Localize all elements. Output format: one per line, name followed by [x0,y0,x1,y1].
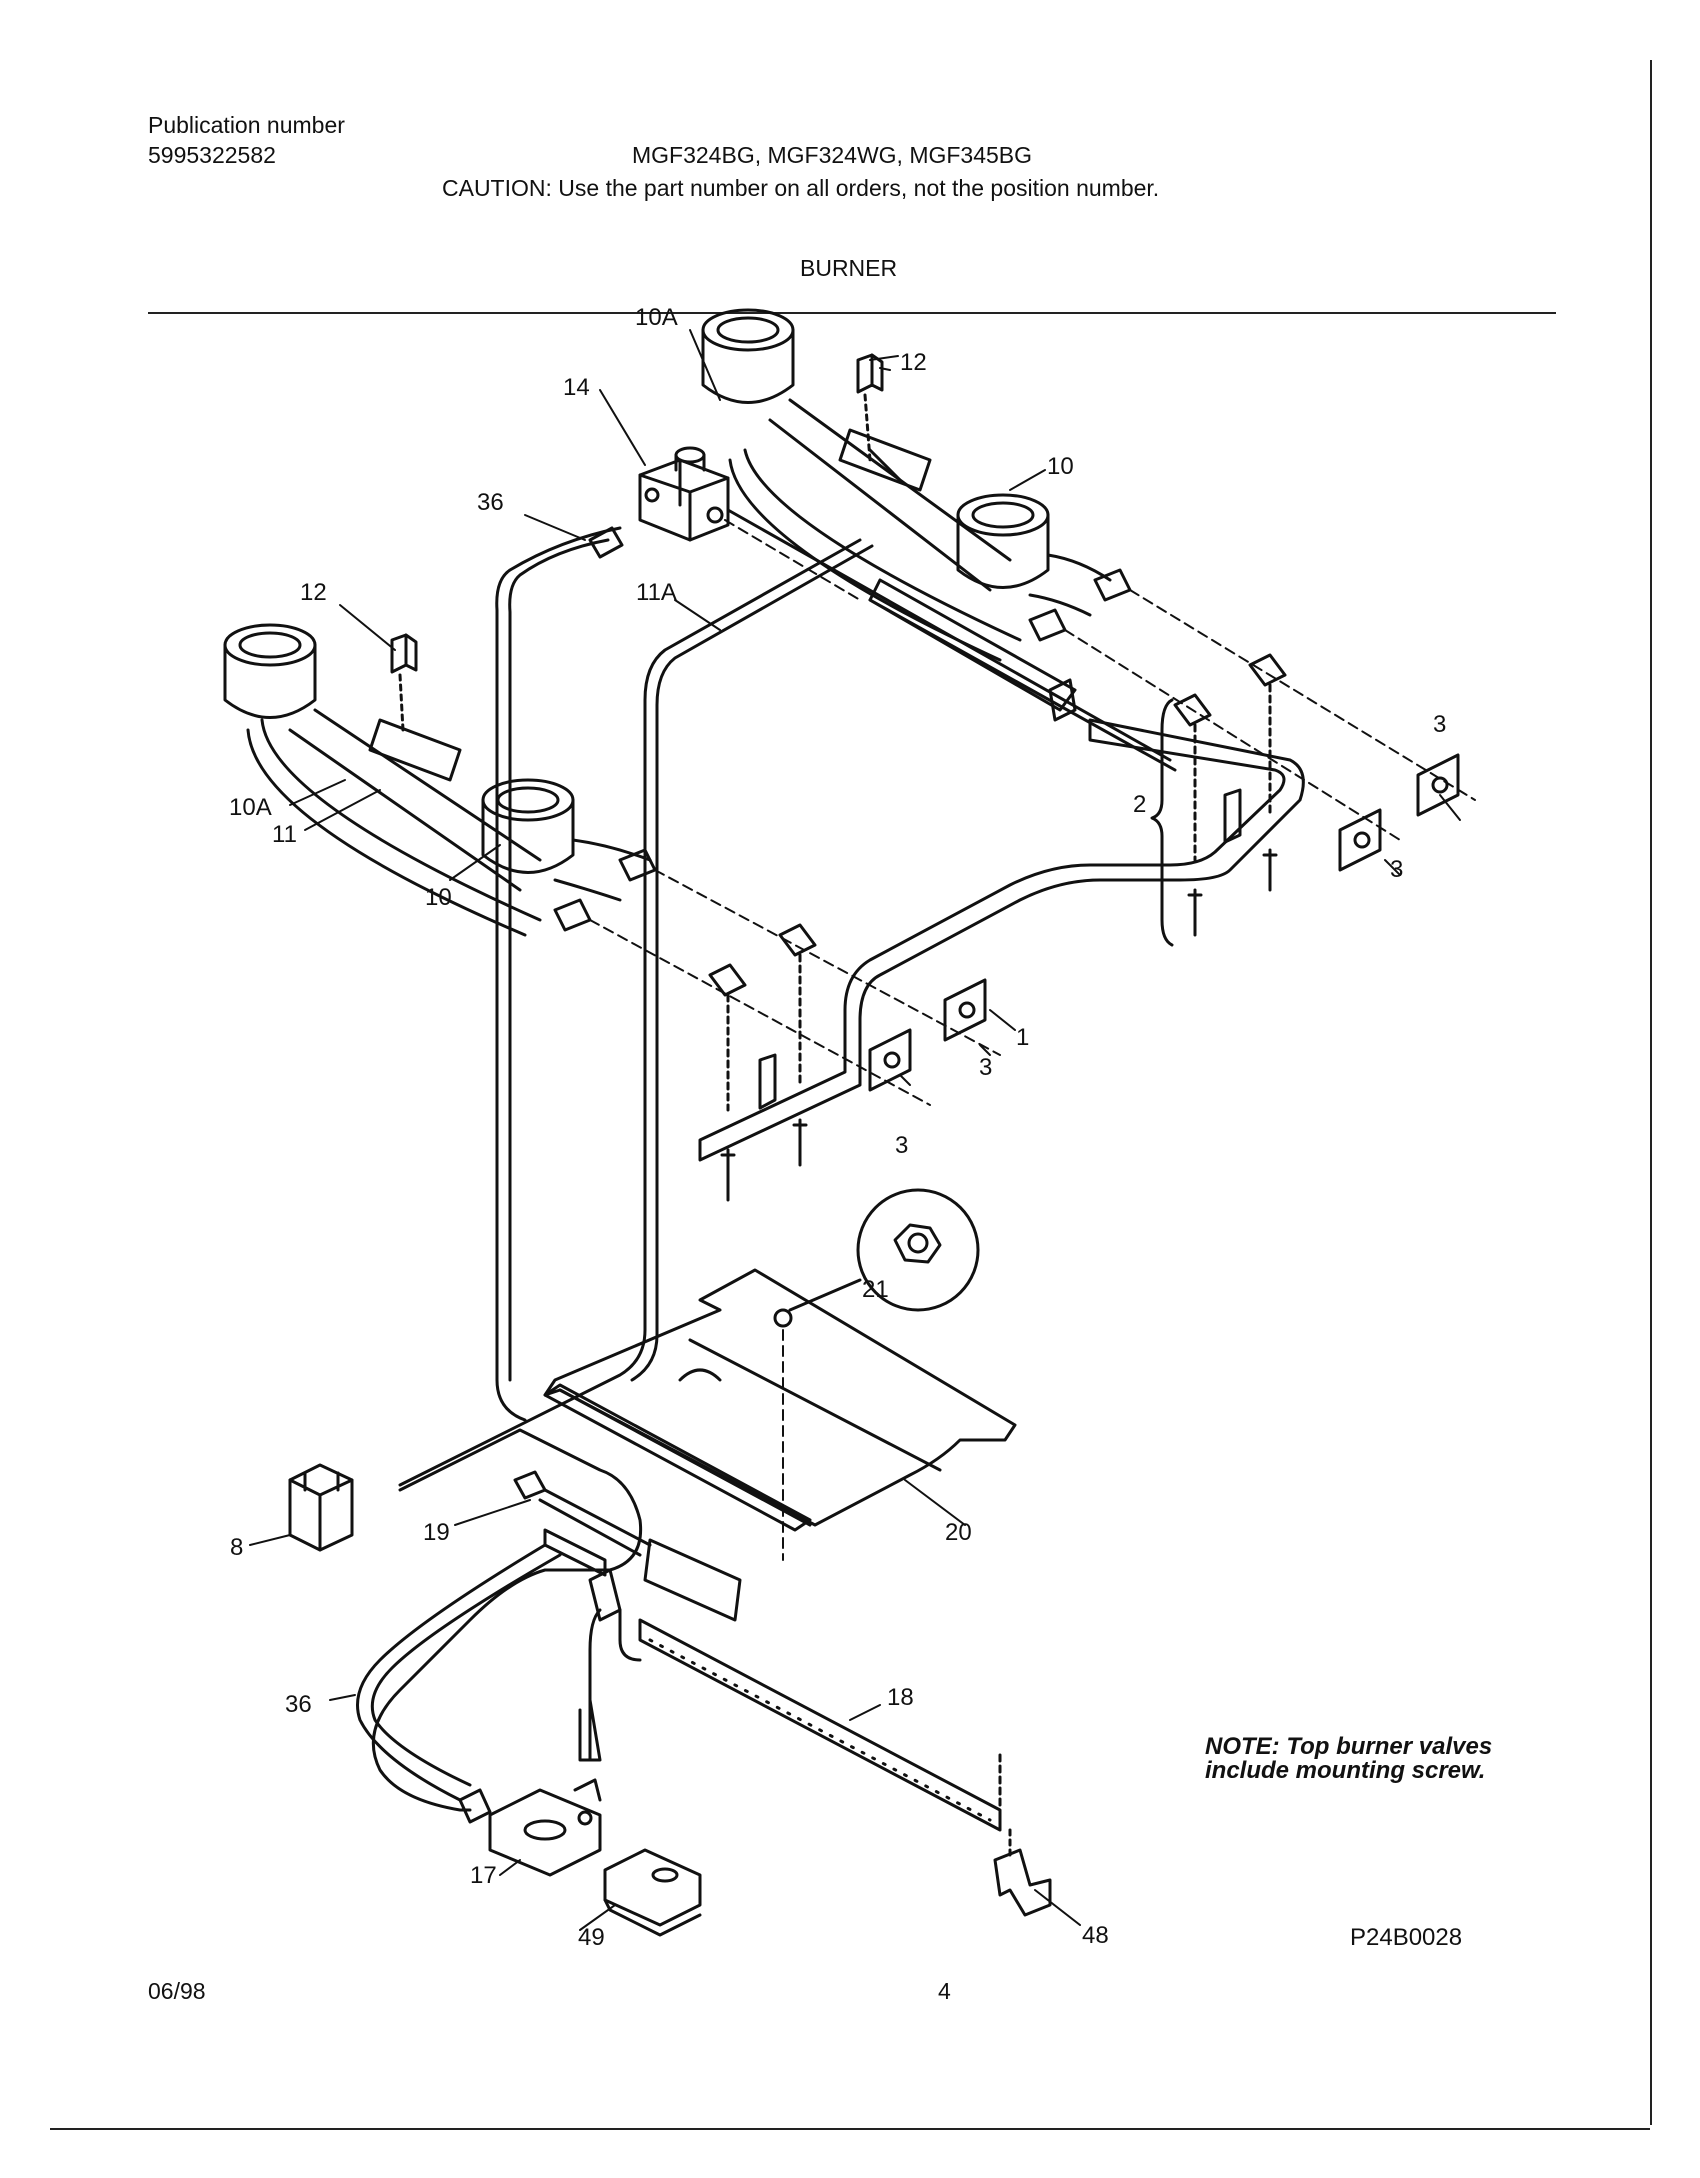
frame-bracket-left [758,1053,777,1110]
heat-shield-fold [558,1338,942,1527]
manifold-pipe [726,508,1177,772]
callout-1: 1 [1016,1024,1029,1051]
venturi-bracket-right [838,428,932,492]
callout-12-top: 12 [900,349,927,376]
callout-10A-left: 10A [229,794,272,821]
burner-10-left [481,778,575,874]
plates-3 [868,753,1460,1092]
callout-3-a: 3 [1433,711,1446,738]
manifold-tube-body [868,578,1077,712]
safety-valve-17 [458,1778,602,1877]
orifice-left-1 [618,848,657,882]
nut-21-detail [788,1188,980,1312]
venturi-tube-right-a [728,448,1022,662]
callout-2: 2 [1133,791,1146,818]
igniter-19 [513,1470,742,1622]
callout-48: 48 [1082,1922,1109,1949]
burner-10A-left [223,623,317,719]
page-border-right [1650,60,1652,2125]
publication-label: Publication number [148,112,345,138]
page-border-bottom [50,2128,1650,2130]
callout-20: 20 [945,1519,972,1546]
callout-10A-top: 10A [635,304,678,331]
burner-10-top-right [956,493,1050,589]
model-numbers: MGF324BG, MGF324WG, MGF345BG [632,142,1033,168]
clip-12-top [856,353,884,462]
header-rule [148,312,1556,314]
wire-11A [398,538,874,1487]
gas-line-36-upper [495,526,622,1422]
orifice-left-2 [553,898,592,932]
burner-10A-top [701,308,795,404]
venturi-bracket-left [368,718,462,782]
callout-18: 18 [887,1684,914,1711]
callout-14: 14 [563,374,590,401]
publication-number: 5995322582 [148,142,276,168]
section-title: BURNER [800,255,898,281]
bake-burner-ports [648,1638,992,1822]
burner-tube-left [288,708,652,902]
relay-8 [288,1463,354,1552]
callout-19: 19 [423,1519,450,1546]
screws [720,848,1278,1202]
bracket-48 [993,1753,1052,1917]
callout-17: 17 [470,1862,497,1889]
leader-lines [249,329,1461,1931]
drawing-id: P24B0028 [1350,1924,1462,1951]
callout-21: 21 [862,1276,889,1303]
callout-10-left: 10 [425,884,452,911]
callout-36-top: 36 [477,489,504,516]
valve-14 [638,446,730,542]
bracket-plate [543,1383,812,1532]
frame-valves [708,653,1287,1112]
bake-burner-18 [543,1528,1002,1832]
callout-3-d: 3 [895,1132,908,1159]
centerlines [589,519,1476,1106]
callout-11: 11 [272,821,297,848]
callout-10-top: 10 [1047,453,1074,480]
burner-frame-1 [698,718,1305,1162]
callout-11A: 11A [636,579,677,606]
footer-date: 06/98 [148,1978,206,2004]
callout-8: 8 [230,1534,243,1561]
burner-tube-right [768,398,1112,617]
callout-3-c: 3 [979,1054,992,1081]
venturi-tube-left [246,718,542,937]
connector-36-top [588,526,624,559]
note-line-2: include mounting screw. [1205,1757,1485,1784]
callout-3-b: 3 [1390,856,1403,883]
bracket-49 [603,1848,702,1937]
caution-text: CAUTION: Use the part number on all orde… [442,175,1160,201]
footer-page-number: 4 [938,1978,951,2004]
gas-line-36-lower [356,1543,562,1802]
nut-21 [773,1308,793,1328]
heat-shield-20 [543,1268,1017,1527]
igniter-wire [371,1428,643,1812]
clip-12-left [390,633,418,732]
callout-49: 49 [578,1924,605,1951]
brace-2 [1150,698,1174,947]
note-line-1: NOTE: Top burner valves [1205,1733,1492,1760]
callout-36-bottom: 36 [285,1691,312,1718]
orifice-right-2 [1028,608,1067,642]
frame-bracket-right [1048,678,1242,844]
callout-12-left: 12 [300,579,327,606]
